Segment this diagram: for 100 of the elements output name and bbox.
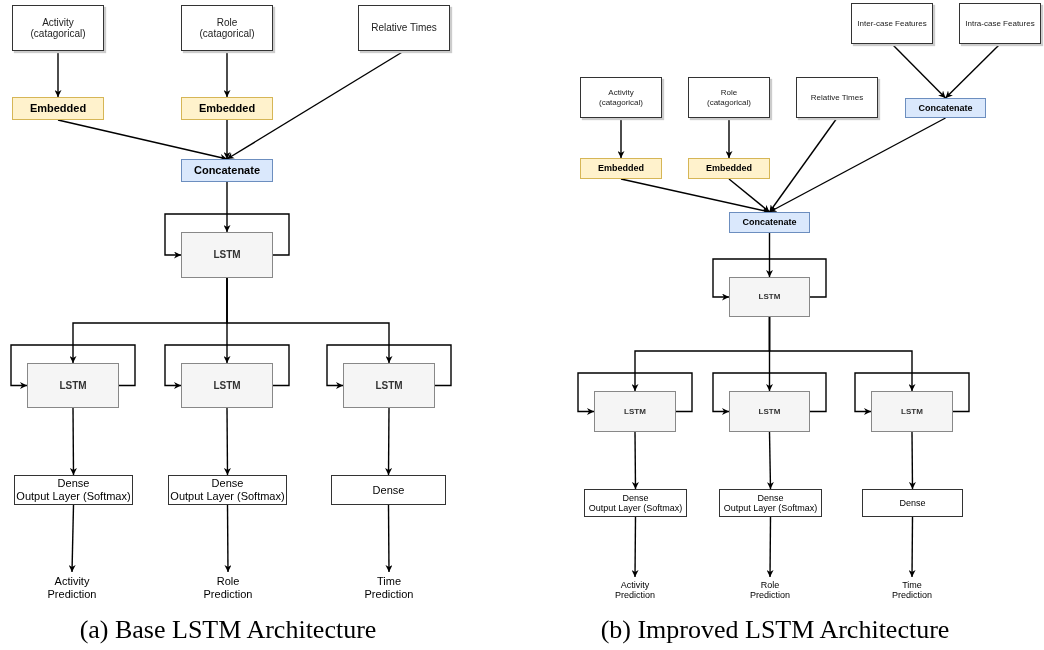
arrow: [223, 50, 231, 98]
arrow: [223, 407, 231, 476]
box-label: Role (catagorical): [706, 88, 752, 107]
arrow: [577, 372, 693, 415]
figure-caption: (a) Base LSTM Architecture: [78, 617, 378, 643]
box-label: Output Layer (Softmax): [723, 503, 818, 514]
embedding-box: [688, 158, 770, 179]
arrow: [224, 504, 232, 573]
arrow: [631, 516, 639, 578]
arrow: [725, 117, 733, 159]
arrow: [712, 258, 827, 301]
prediction-label: Time Prediction: [363, 575, 415, 601]
arrow: [226, 50, 405, 160]
input-box: [12, 5, 104, 51]
box-label: Embedded: [598, 163, 644, 174]
box-label: LSTM: [59, 379, 87, 392]
arrow: [766, 516, 774, 578]
box-label: LSTM: [758, 292, 781, 302]
arrow: [164, 213, 290, 259]
box-label: Dense: [622, 492, 649, 503]
box-label: Activity (catagorical): [598, 88, 644, 107]
embedding-box: [12, 97, 104, 120]
input-box: [851, 3, 933, 44]
box-label: Activity (catagorical): [29, 16, 87, 40]
prediction-label: Activity Prediction: [46, 575, 98, 601]
arrow: [10, 344, 136, 389]
embedding-box: [181, 97, 273, 120]
box-label: LSTM: [624, 406, 646, 417]
arrow: [768, 117, 838, 213]
arrow: [226, 277, 393, 364]
box-label: Embedded: [29, 102, 87, 115]
input-box: [959, 3, 1041, 44]
box-label: LSTM: [375, 379, 403, 392]
dense-layer-box: [862, 489, 963, 517]
input-box: [796, 77, 878, 118]
lstm-box: [729, 391, 810, 432]
arrow: [766, 431, 774, 490]
box-label: LSTM: [901, 406, 923, 417]
arrow: [326, 344, 452, 389]
prediction-label: Time Prediction: [891, 579, 933, 601]
box-label: Concatenate: [918, 102, 973, 114]
arrow: [908, 516, 916, 578]
box-label: Dense: [57, 477, 90, 490]
box-label: Relative Times: [371, 22, 437, 34]
box-label: Intra-case Features: [965, 18, 1035, 29]
arrow: [54, 50, 62, 98]
arrow: [854, 372, 970, 415]
dense-layer-box: [168, 475, 287, 505]
arrow: [385, 504, 393, 573]
box-label: Role (catagorical): [198, 16, 256, 40]
prediction-label: Role Prediction: [749, 579, 791, 601]
lstm-box: [871, 391, 953, 432]
arrow: [223, 181, 231, 233]
arrow: [712, 372, 827, 415]
box-label: Output Layer (Softmax): [16, 490, 131, 503]
input-box: [358, 5, 450, 51]
arrow: [768, 117, 947, 213]
arrow: [68, 504, 76, 573]
dense-layer-box: [719, 489, 822, 517]
arrow: [164, 344, 290, 389]
embedding-box: [580, 158, 662, 179]
input-box: [688, 77, 770, 118]
arrow: [69, 407, 77, 476]
concatenate-box: [729, 212, 810, 233]
box-label: Output Layer (Softmax): [588, 503, 683, 514]
box-label: Embedded: [706, 163, 752, 174]
box-label: Embedded: [198, 102, 256, 115]
arrow: [768, 316, 916, 392]
lstm-box: [729, 277, 810, 317]
arrow: [223, 119, 231, 160]
prediction-label: Activity Prediction: [614, 579, 656, 601]
arrow: [385, 407, 393, 476]
dense-layer-box: [14, 475, 133, 505]
arrow: [57, 119, 228, 161]
arrow: [728, 178, 771, 213]
input-box: [580, 77, 662, 118]
box-label: Output Layer (Softmax): [170, 490, 285, 503]
dense-layer-box: [584, 489, 687, 517]
box-label: Relative Times: [810, 92, 864, 103]
arrow: [908, 431, 916, 490]
box-label: Dense: [211, 477, 244, 490]
arrow: [617, 117, 625, 159]
box-label: LSTM: [758, 406, 781, 417]
lstm-box: [181, 363, 273, 408]
box-label: Dense: [757, 492, 784, 503]
lstm-box: [343, 363, 435, 408]
box-label: LSTM: [213, 249, 241, 261]
concatenate-box: [181, 159, 273, 182]
box-label: Dense: [372, 483, 405, 497]
lstm-box: [181, 232, 273, 278]
box-label: Dense: [899, 497, 926, 509]
arrow: [766, 232, 773, 278]
input-box: [181, 5, 273, 51]
box-label: Concatenate: [194, 164, 260, 177]
box-label: Inter-case Features: [857, 18, 927, 29]
dense-layer-box: [331, 475, 446, 505]
prediction-label: Role Prediction: [202, 575, 254, 601]
lstm-box: [27, 363, 119, 408]
box-label: Concatenate: [742, 217, 797, 228]
box-label: LSTM: [213, 379, 241, 392]
